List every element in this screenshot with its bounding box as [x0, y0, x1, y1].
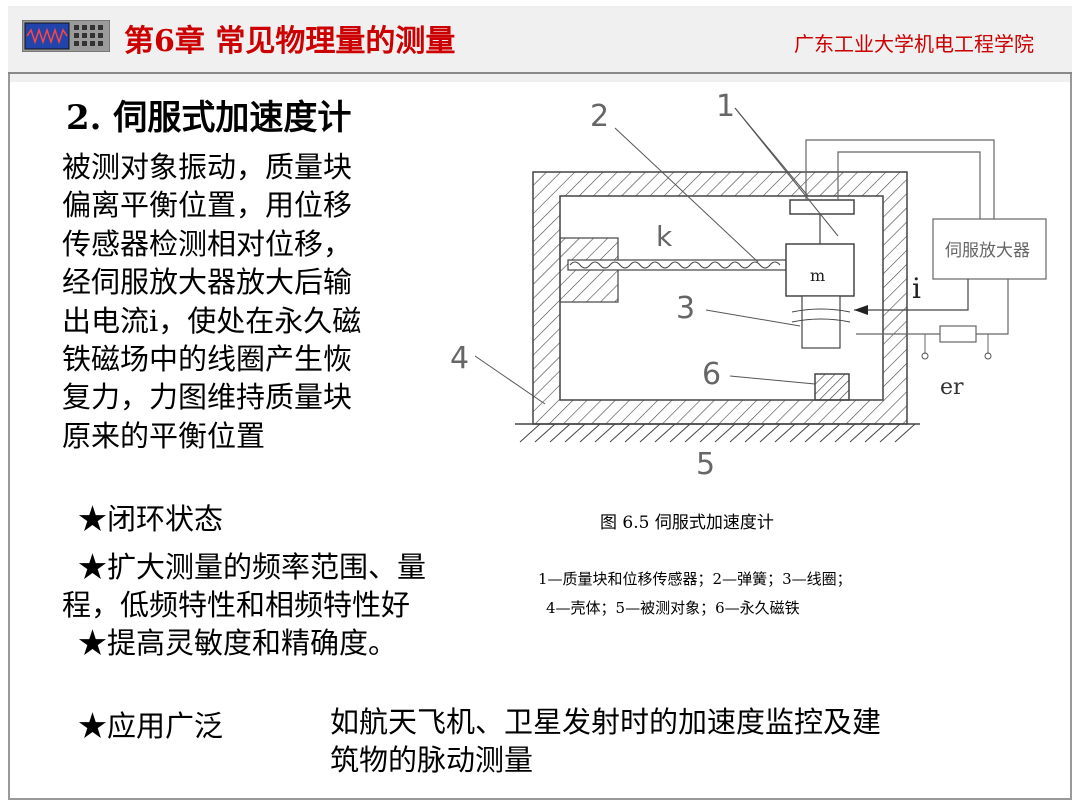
- description-line: 复力，力图维持质量块: [62, 380, 353, 415]
- description-line: 传感器检测相对位移，: [62, 226, 353, 261]
- label-1: 1: [716, 89, 735, 124]
- figure-caption: 图 6.5 伺服式加速度计: [600, 513, 774, 533]
- section-title: 2. 伺服式加速度计: [66, 98, 352, 138]
- figure-legend-line: 1—质量块和位移传感器；2—弹簧；3—线圈；: [538, 570, 852, 588]
- servo-accelerometer-diagram: 2 1 k m 伺服放大器 i 3 4 6 er 5: [450, 89, 1047, 482]
- description-paragraph: 被测对象振动，质量块 偏离平衡位置，用位移 传感器检测相对位移， 经伺服放大器放…: [62, 148, 452, 455]
- frame-bottom-border: [8, 798, 1072, 800]
- institution-name: 广东工业大学机电工程学院: [794, 32, 1034, 56]
- label-current-i: i: [912, 272, 921, 305]
- label-5: 5: [696, 447, 715, 482]
- label-2: 2: [590, 99, 609, 134]
- label-4: 4: [450, 341, 469, 376]
- feature-item: ★扩大测量的频率范围、量: [78, 550, 427, 584]
- feature-item: ★提高灵敏度和精确度。: [78, 626, 398, 660]
- description-line: 经伺服放大器放大后输: [62, 265, 353, 300]
- feature-item: ★闭环状态: [78, 502, 224, 536]
- application-line: 如航天飞机、卫星发射时的加速度监控及建: [330, 705, 882, 739]
- label-k: k: [656, 220, 673, 253]
- description-line: 铁磁场中的线圈产生恢: [62, 342, 353, 377]
- label-3: 3: [676, 291, 695, 326]
- description-line: 出电流i，使处在永久磁: [62, 303, 362, 338]
- label-servo-amplifier: 伺服放大器: [945, 241, 1030, 261]
- frame-left-border: [8, 74, 10, 800]
- description-line: 被测对象振动，质量块: [62, 150, 353, 184]
- application-text: 如航天飞机、卫星发射时的加速度监控及建 筑物的脉动测量: [330, 703, 1050, 779]
- application-line: 筑物的脉动测量: [330, 743, 534, 777]
- label-m: m: [810, 266, 825, 285]
- label-6: 6: [702, 357, 721, 392]
- label-er: er: [940, 375, 964, 400]
- figure-legend-line: 4—壳体；5—被测对象；6—永久磁铁: [546, 599, 800, 617]
- header-bar: [8, 6, 1072, 82]
- application-label: ★应用广泛: [78, 709, 224, 743]
- frame-right-border: [1070, 74, 1072, 800]
- feature-item: 程，低频特性和相频特性好: [62, 588, 411, 622]
- description-line: 偏离平衡位置，用位移: [62, 188, 353, 223]
- chapter-title: 第6章 常见物理量的测量: [124, 24, 456, 59]
- oscilloscope-icon: [22, 20, 110, 52]
- description-line: 原来的平衡位置: [62, 418, 266, 453]
- header-divider: [8, 72, 1072, 74]
